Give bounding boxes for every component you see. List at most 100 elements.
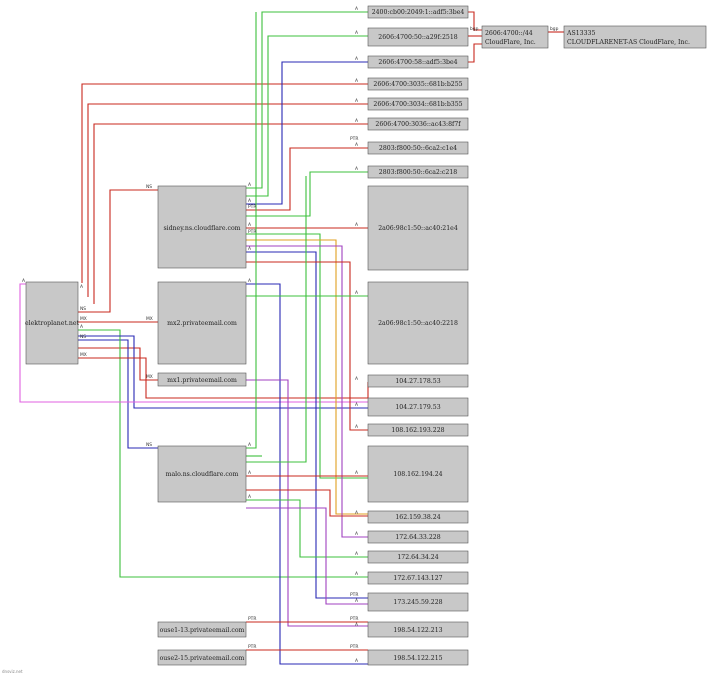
- node-asn-org: CLOUDFLARENET-AS CloudFlare, Inc.: [567, 39, 690, 46]
- edge-root-v6d: [81, 83, 368, 283]
- edge-v6c-prefix: [468, 43, 482, 63]
- edge-root-ip2: [78, 335, 368, 409]
- edge-label-a: A: [355, 470, 358, 476]
- node-ip3[interactable]: 108.162.193.228: [367, 423, 469, 437]
- node-ip1[interactable]: 104.27.178.53: [367, 374, 469, 388]
- edge-label-a: A: [355, 510, 358, 516]
- node-ip9[interactable]: 173.245.59.228: [367, 592, 469, 612]
- node-ip6[interactable]: 172.64.33.228: [367, 530, 469, 544]
- edge-label-a: A: [248, 278, 251, 284]
- edge-label-a: A: [355, 30, 358, 36]
- node-ip5-label: 162.159.38.24: [395, 514, 440, 521]
- edge-label-a: A: [248, 494, 251, 500]
- edge-label-a: A: [248, 222, 251, 228]
- node-v6e[interactable]: 2606:4700:3034::681b:b355: [367, 97, 469, 111]
- node-ip2-label: 104.27.179.53: [395, 404, 440, 411]
- node-v6g[interactable]: 2803:f800:50::6ca2:c1e4: [367, 141, 469, 155]
- edge-root-mx1: [78, 347, 158, 381]
- edge-mx1-ip11: [246, 379, 368, 627]
- node-ns1-label: sidney.ns.cloudflare.com: [163, 225, 240, 232]
- edge-label-mx: MX: [80, 352, 87, 358]
- node-ip5[interactable]: 162.159.38.24: [367, 510, 469, 524]
- edge-label-ptr: PTR: [248, 229, 256, 235]
- edge-v6a-prefix: [468, 11, 482, 31]
- edge-label-ns: NS: [146, 184, 152, 190]
- node-mx2[interactable]: mx2.privateemail.com: [157, 281, 247, 365]
- edge-root-self: [19, 283, 368, 403]
- node-v6a[interactable]: 2400:cb00:2049:1::adf5:3be4: [367, 5, 469, 19]
- edge-root-ip1: [78, 357, 369, 399]
- node-ptr2[interactable]: ouse2-15.privateemail.com: [157, 649, 247, 666]
- node-v6a-label: 2400:cb00:2049:1::adf5:3be4: [372, 9, 465, 16]
- node-v6d[interactable]: 2606:4700:3035::681b:b255: [367, 77, 469, 91]
- edge-label-a: A: [248, 182, 251, 188]
- edge-ns2-ip7: [246, 499, 368, 558]
- node-mx2-label: mx2.privateemail.com: [167, 320, 237, 327]
- node-ip9-label: 173.245.59.228: [393, 599, 442, 606]
- edge-label-a: A: [355, 78, 358, 84]
- node-v6b[interactable]: 2606:4700:50::a29f:2518: [367, 27, 469, 47]
- edge-label-a: A: [80, 324, 83, 330]
- node-ptr1-label: ouse1-13.privateemail.com: [160, 627, 245, 634]
- node-v6i-label: 2a06:98c1:50::ac40:21e4: [378, 225, 458, 232]
- edge-root-ip8: [78, 329, 368, 578]
- node-mx1[interactable]: mx1.privateemail.com: [157, 372, 247, 387]
- edge-ns1-v6b: [246, 35, 368, 197]
- node-ip10[interactable]: 198.54.122.213: [367, 621, 469, 638]
- edge-label-a: A: [355, 290, 358, 296]
- node-asn[interactable]: AS13335 CLOUDFLARENET-AS CloudFlare, Inc…: [563, 25, 707, 49]
- edge-ns2-v6h: [246, 176, 307, 463]
- edge-ns1-ip4: [246, 233, 368, 479]
- edge-label-a: A: [355, 571, 358, 577]
- node-ip7[interactable]: 172.64.34.24: [367, 550, 469, 564]
- edge-label-a: A: [355, 622, 358, 628]
- edge-label-ptr: PTR: [350, 644, 358, 650]
- edge-ns2-ip5: [246, 489, 368, 517]
- node-ns2-label: malo.ns.cloudflare.com: [166, 471, 239, 478]
- node-ip2[interactable]: 104.27.179.53: [367, 397, 469, 417]
- node-ip4[interactable]: 108.162.194.24: [367, 445, 469, 503]
- edge-label-a: A: [355, 551, 358, 557]
- node-ns1[interactable]: sidney.ns.cloudflare.com: [157, 185, 247, 269]
- edges: [19, 11, 564, 665]
- node-root[interactable]: elektroplanet.net: [25, 281, 80, 365]
- edge-label-a: A: [355, 166, 358, 172]
- node-prefix[interactable]: 2606:4700::/44 CloudFlare, Inc.: [481, 25, 549, 49]
- node-v6c[interactable]: 2606:4700:58::adf5:3be4: [367, 55, 469, 69]
- node-ip8-label: 172.67.143.127: [393, 575, 442, 582]
- edge-label-a: A: [22, 278, 25, 284]
- node-ip8[interactable]: 172.67.143.127: [367, 571, 469, 585]
- node-v6j[interactable]: 2a06:98c1:50::ac40:2218: [367, 281, 469, 365]
- node-asn-label: AS13335: [566, 30, 595, 37]
- edge-label-mx: MX: [146, 316, 153, 322]
- node-v6c-label: 2606:4700:58::adf5:3be4: [378, 59, 457, 66]
- node-v6i[interactable]: 2a06:98c1:50::ac40:21e4: [367, 185, 469, 271]
- edge-label-a: A: [355, 376, 358, 382]
- node-ip1-label: 104.27.178.53: [395, 378, 440, 385]
- node-ip11[interactable]: 198.54.122.215: [367, 649, 469, 666]
- node-v6h[interactable]: 2803:f800:50::6ca2:c218: [367, 165, 469, 179]
- edge-label-ptr: PTR: [350, 616, 358, 622]
- edge-mx2-ip10: [246, 283, 368, 665]
- node-v6h-label: 2803:f800:50::6ca2:c218: [379, 169, 458, 176]
- node-ip3-label: 108.162.193.228: [391, 427, 444, 434]
- node-ptr2-label: ouse2-15.privateemail.com: [160, 655, 245, 662]
- node-v6f-label: 2606:4700:3036::ac43:8f7f: [375, 121, 461, 128]
- edge-ns1-ip3: [246, 261, 368, 431]
- node-prefix-org: CloudFlare, Inc.: [485, 39, 536, 46]
- edge-label-ptr: PTR: [248, 204, 256, 210]
- node-v6f[interactable]: 2606:4700:3036::ac43:8f7f: [367, 117, 469, 131]
- edge-ns1-ip5: [246, 239, 368, 515]
- edge-root-ns1: [78, 189, 158, 313]
- edge-label-ns: NS: [80, 334, 86, 340]
- node-ns2[interactable]: malo.ns.cloudflare.com: [157, 445, 247, 503]
- edge-label-a: A: [355, 424, 358, 430]
- edge-ns1-v6h: [246, 171, 368, 217]
- edge-label-ns: NS: [146, 442, 152, 448]
- edge-label-a: A: [355, 56, 358, 62]
- node-ptr1[interactable]: ouse1-13.privateemail.com: [157, 621, 247, 638]
- node-ip11-label: 198.54.122.215: [393, 655, 442, 662]
- edge-label-a: A: [355, 98, 358, 104]
- footer-credit: dnsviz.net: [2, 669, 23, 674]
